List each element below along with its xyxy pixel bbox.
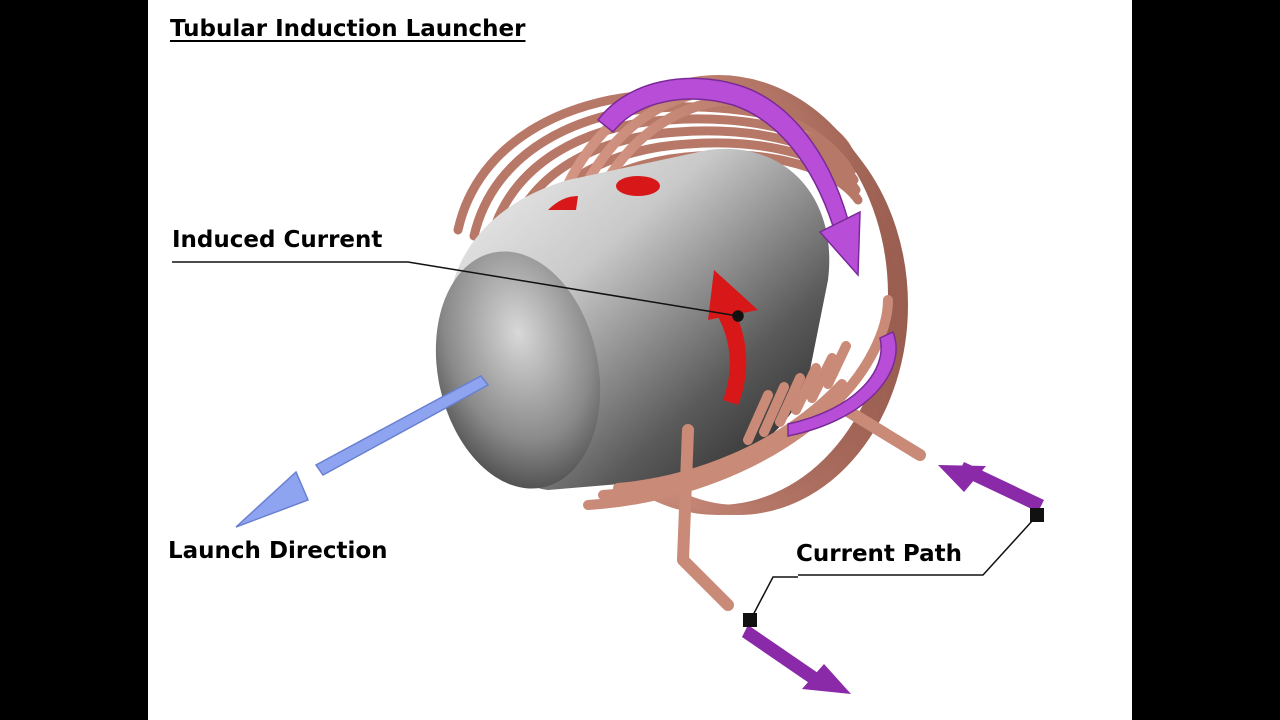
launch-direction-arrow [235,375,490,528]
induced-current-label: Induced Current [172,227,383,253]
diagram-title: Tubular Induction Launcher [170,16,526,42]
current-path-label: Current Path [796,541,963,567]
leader-lines [172,261,1034,618]
letterbox-left [0,0,148,720]
launcher-illustration [172,75,1044,694]
current-path-arrow [742,462,1044,694]
diagram-canvas: Tubular Induction Launcher Induced Curre… [148,0,1132,720]
projectile-cylinder [435,148,830,491]
coil-leads [677,399,926,611]
launch-direction-label: Launch Direction [168,538,388,564]
letterbox-right [1132,0,1280,720]
magnetic-field-arrow [596,77,897,437]
induced-current-arrow [548,176,758,405]
